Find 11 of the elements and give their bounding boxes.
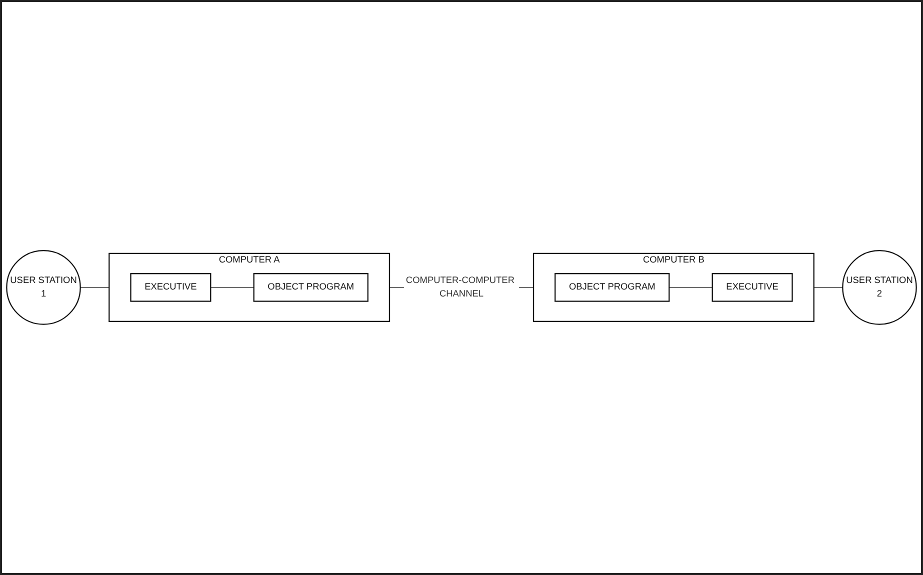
connector	[210, 287, 254, 288]
connector	[668, 287, 713, 288]
node-circle: USER STATION 2	[842, 250, 917, 325]
node-circle: USER STATION 1	[6, 250, 81, 325]
node-box: EXECUTIVE	[712, 273, 793, 302]
edge-label: COMPUTER-COMPUTER CHANNEL	[406, 275, 514, 300]
node-box: OBJECT PROGRAM	[554, 273, 670, 302]
node-box: EXECUTIVE	[130, 273, 212, 302]
connector	[814, 287, 843, 288]
node-box: OBJECT PROGRAM	[253, 273, 368, 302]
connector	[80, 287, 110, 288]
